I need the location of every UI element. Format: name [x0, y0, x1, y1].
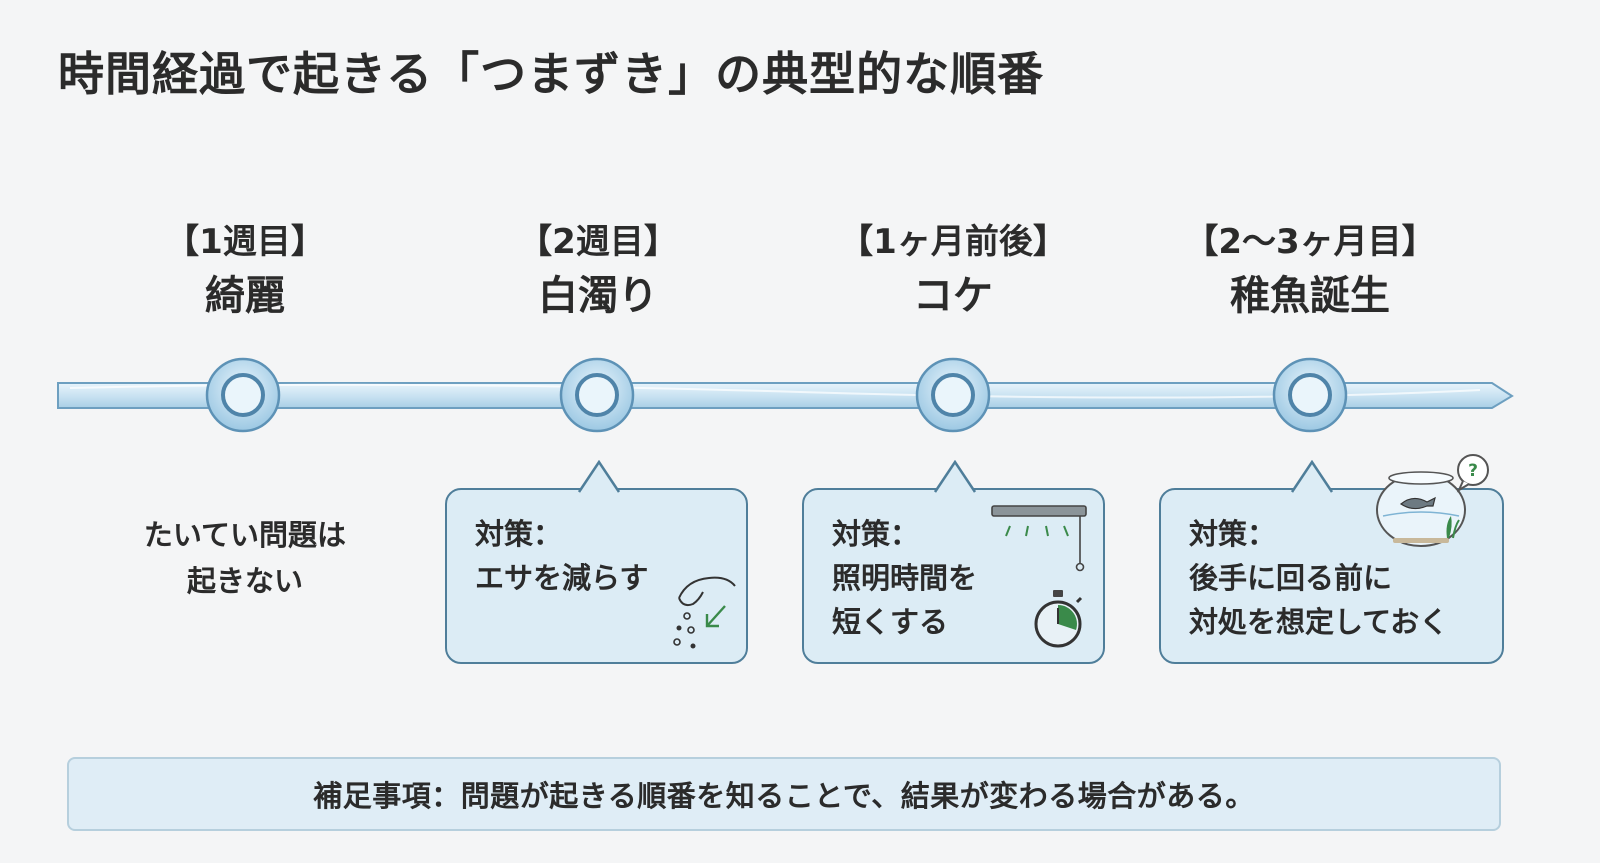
stage-month23: 【2〜3ヶ月目】 稚魚誕生 [1150, 218, 1470, 326]
footer-note: 補足事項：問題が起きる順番を知ることで、結果が変わる場合がある。 [67, 757, 1501, 831]
stage-week1: 【1週目】 綺麗 [85, 218, 405, 326]
footer-note-text: 補足事項：問題が起きる順番を知ることで、結果が変わる場合がある。 [313, 779, 1255, 813]
callout-week2-text: 対策： エサを減らす [475, 517, 649, 595]
callout-month23-text: 対策： 後手に回る前に 対処を想定しておく [1189, 517, 1449, 639]
timeline [57, 357, 1514, 433]
callout-month23: 対策： 後手に回る前に 対処を想定しておく ? [1159, 454, 1504, 664]
stage-month1-state: コケ [913, 273, 993, 319]
timeline-bar [57, 382, 1514, 409]
stage-month23-period: 【2〜3ヶ月目】 [1184, 222, 1436, 262]
stage-week1-period: 【1週目】 [165, 222, 325, 262]
aquarium-light-icon [991, 505, 1087, 572]
callout-month1-text: 対策： 照明時間を 短くする [832, 517, 978, 639]
stage-week1-state: 綺麗 [205, 273, 285, 319]
stage-month1-period: 【1ヶ月前後】 [839, 222, 1067, 262]
feeding-hand-icon [673, 576, 736, 649]
question-mark-icon: ? [1468, 461, 1478, 481]
timeline-node-week2 [559, 357, 635, 433]
callout-month1: 対策： 照明時間を 短くする [802, 460, 1105, 664]
stage-week2-state: 白濁り [538, 273, 658, 319]
timeline-node-week1 [205, 357, 281, 433]
stage-week2: 【2週目】 白濁り [438, 218, 758, 326]
note-week1: たいてい問題は 起きない [95, 512, 395, 604]
page-title: 時間経過で起きる「つまずき」の典型的な順番 [58, 47, 1045, 101]
fishbowl-icon: ? [1376, 454, 1489, 547]
stage-month1: 【1ヶ月前後】 コケ [793, 218, 1113, 326]
stage-month23-state: 稚魚誕生 [1230, 273, 1390, 319]
stage-week2-period: 【2週目】 [518, 222, 678, 262]
timeline-node-month23 [1272, 357, 1348, 433]
timeline-node-month1 [915, 357, 991, 433]
stopwatch-icon [1034, 590, 1083, 648]
note-week1-text: たいてい問題は 起きない [143, 518, 347, 598]
callout-week2: 対策： エサを減らす [445, 460, 748, 664]
